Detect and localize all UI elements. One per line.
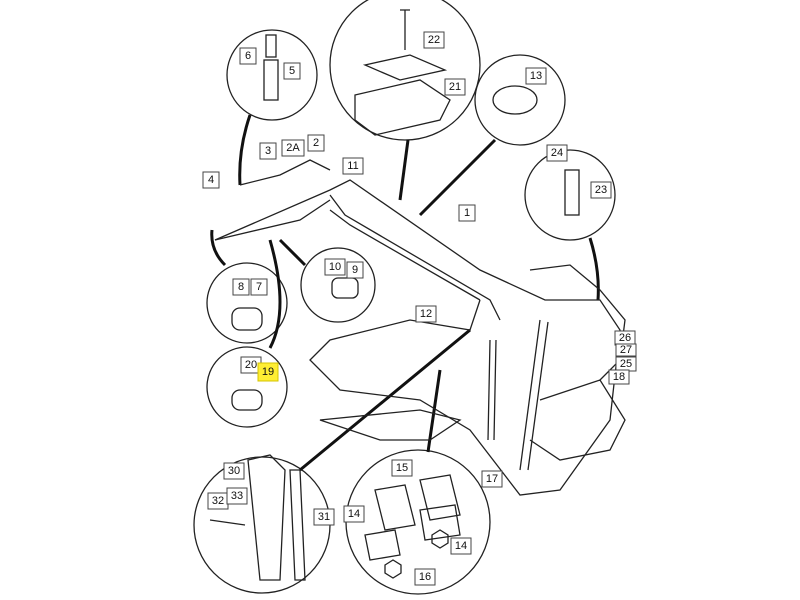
svg-text:7: 7 bbox=[256, 281, 262, 293]
part-label-22[interactable]: 22 bbox=[423, 31, 445, 49]
svg-text:18: 18 bbox=[613, 371, 625, 383]
svg-text:6: 6 bbox=[245, 50, 251, 62]
part-label-4[interactable]: 4 bbox=[202, 171, 220, 189]
svg-text:10: 10 bbox=[329, 261, 341, 273]
part-label-14-left[interactable]: 14 bbox=[343, 505, 365, 523]
part-label-32[interactable]: 32 bbox=[207, 492, 229, 510]
part-labels: 22 6 5 21 13 3 2A 2 11 4 1 24 23 10 9 8 … bbox=[202, 31, 637, 586]
svg-text:2: 2 bbox=[313, 137, 319, 149]
part-label-15[interactable]: 15 bbox=[391, 459, 413, 477]
svg-text:33: 33 bbox=[231, 490, 243, 502]
svg-text:3: 3 bbox=[265, 145, 271, 157]
part-label-8[interactable]: 8 bbox=[232, 278, 250, 296]
svg-text:24: 24 bbox=[551, 147, 563, 159]
detail-circle-pin bbox=[226, 29, 318, 121]
svg-text:14: 14 bbox=[348, 508, 360, 520]
svg-text:26: 26 bbox=[619, 332, 631, 344]
svg-text:4: 4 bbox=[208, 174, 214, 186]
part-label-19-highlighted[interactable]: 19 bbox=[257, 362, 279, 382]
part-label-18[interactable]: 18 bbox=[608, 369, 630, 385]
part-label-26[interactable]: 26 bbox=[614, 330, 636, 346]
svg-text:17: 17 bbox=[486, 473, 498, 485]
detail-circle-bushing-9 bbox=[300, 247, 376, 323]
part-label-20[interactable]: 20 bbox=[240, 356, 262, 374]
part-label-17[interactable]: 17 bbox=[481, 470, 503, 488]
svg-text:2A: 2A bbox=[286, 142, 300, 154]
part-label-27[interactable]: 27 bbox=[615, 343, 637, 357]
svg-text:9: 9 bbox=[352, 264, 358, 276]
part-label-21[interactable]: 21 bbox=[444, 78, 466, 96]
part-label-3[interactable]: 3 bbox=[259, 142, 277, 160]
svg-text:14: 14 bbox=[455, 540, 467, 552]
svg-text:1: 1 bbox=[464, 207, 470, 219]
part-label-14-right[interactable]: 14 bbox=[450, 537, 472, 555]
svg-text:20: 20 bbox=[245, 359, 257, 371]
svg-text:27: 27 bbox=[620, 344, 632, 356]
part-label-25[interactable]: 25 bbox=[615, 356, 637, 372]
part-label-31[interactable]: 31 bbox=[313, 508, 335, 526]
detail-circle-bushing-7 bbox=[206, 262, 288, 344]
svg-text:19: 19 bbox=[262, 366, 274, 378]
part-label-30[interactable]: 30 bbox=[223, 462, 245, 480]
part-label-23[interactable]: 23 bbox=[590, 181, 612, 199]
svg-text:16: 16 bbox=[419, 571, 431, 583]
svg-text:32: 32 bbox=[212, 495, 224, 507]
detail-circle-fitting bbox=[524, 149, 616, 241]
svg-text:21: 21 bbox=[449, 81, 461, 93]
svg-text:25: 25 bbox=[620, 358, 632, 370]
detail-circle-clamp bbox=[329, 0, 481, 141]
part-label-13[interactable]: 13 bbox=[525, 67, 547, 85]
svg-text:22: 22 bbox=[428, 34, 440, 46]
svg-text:13: 13 bbox=[530, 70, 542, 82]
part-label-11[interactable]: 11 bbox=[342, 157, 364, 175]
part-label-7[interactable]: 7 bbox=[250, 278, 268, 296]
part-label-10[interactable]: 10 bbox=[324, 258, 346, 276]
part-label-1[interactable]: 1 bbox=[458, 204, 476, 222]
part-label-33[interactable]: 33 bbox=[226, 487, 248, 505]
part-label-2[interactable]: 2 bbox=[307, 134, 325, 152]
svg-text:11: 11 bbox=[347, 160, 358, 172]
part-label-16[interactable]: 16 bbox=[414, 568, 436, 586]
svg-text:12: 12 bbox=[420, 308, 432, 320]
part-label-9[interactable]: 9 bbox=[346, 261, 364, 279]
part-label-2a[interactable]: 2A bbox=[281, 139, 305, 157]
leader-lines bbox=[210, 114, 600, 472]
detail-circle-strip bbox=[193, 456, 331, 594]
part-label-12[interactable]: 12 bbox=[415, 305, 437, 323]
detail-parts bbox=[209, 9, 580, 581]
part-label-5[interactable]: 5 bbox=[283, 62, 301, 80]
svg-text:15: 15 bbox=[396, 462, 408, 474]
svg-text:8: 8 bbox=[238, 281, 244, 293]
svg-text:31: 31 bbox=[318, 511, 330, 523]
detail-circles bbox=[193, 0, 616, 595]
detail-circle-cap bbox=[474, 54, 566, 146]
svg-text:5: 5 bbox=[289, 65, 295, 77]
svg-text:23: 23 bbox=[595, 184, 607, 196]
detail-circle-bushing-19 bbox=[206, 346, 288, 428]
part-label-24[interactable]: 24 bbox=[546, 144, 568, 162]
part-label-6[interactable]: 6 bbox=[239, 47, 257, 65]
svg-text:30: 30 bbox=[228, 465, 240, 477]
